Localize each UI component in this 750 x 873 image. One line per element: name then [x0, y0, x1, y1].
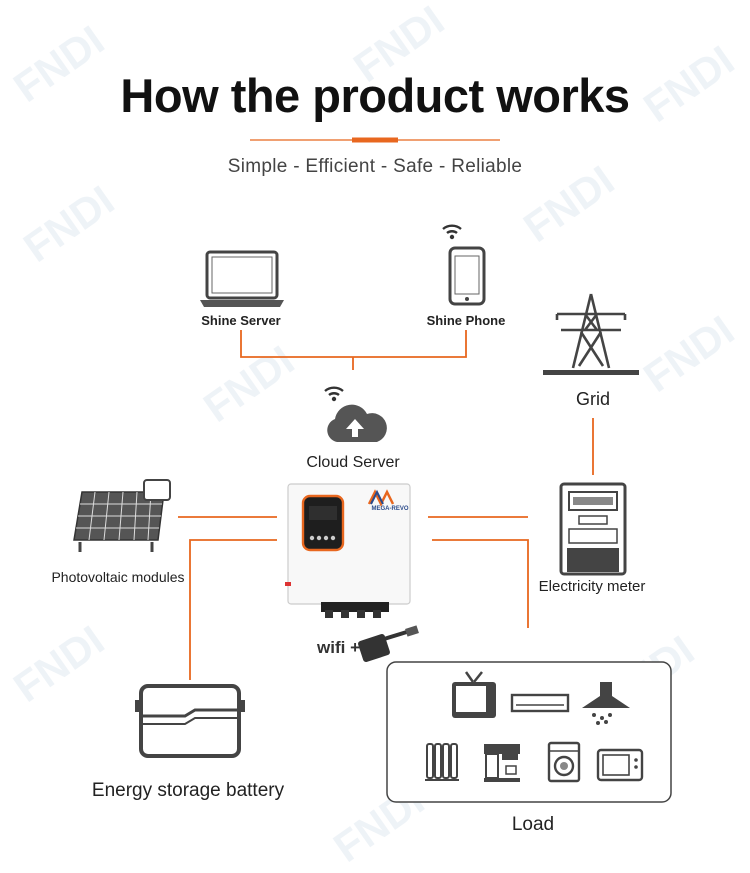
heater-icon: [425, 743, 459, 781]
power-tower-icon: [543, 293, 639, 375]
wifi-dongle-icon: [358, 625, 419, 663]
shine-phone-label: Shine Phone: [426, 313, 506, 328]
air-conditioner-icon: [510, 693, 570, 713]
range-hood-icon: [582, 682, 630, 725]
tv-icon: [452, 671, 496, 718]
cloud-server-label: Cloud Server: [306, 454, 400, 471]
load-label: Load: [511, 814, 555, 835]
page-title: How the product works: [120, 69, 630, 122]
microwave-icon: [596, 748, 644, 782]
washing-machine-icon: [547, 741, 581, 783]
electricity-meter-icon: [559, 482, 627, 576]
wifi-icon: [324, 386, 344, 402]
page-subtitle: Simple - Efficient - Safe - Reliable: [227, 156, 523, 177]
wifi-label: wifi +: [317, 638, 360, 657]
electricity-meter-label: Electricity meter: [538, 578, 646, 595]
inverter-unit: [285, 483, 411, 618]
wifi-icon: [442, 224, 462, 240]
battery-label: Energy storage battery: [91, 780, 285, 801]
laptop-icon: [200, 250, 284, 307]
shine-server-label: Shine Server: [201, 313, 281, 328]
inverter-brand: MEGA-REVO: [371, 506, 409, 512]
title-divider: [250, 137, 500, 143]
grid-label: Grid: [575, 389, 610, 409]
photovoltaic-label: Photovoltaic modules: [51, 569, 185, 585]
cloud-upload-icon: [327, 404, 387, 442]
battery-icon: [135, 684, 245, 758]
solar-panel-icon: [73, 479, 171, 552]
coffee-machine-icon: [484, 744, 520, 782]
phone-icon: [448, 246, 486, 306]
